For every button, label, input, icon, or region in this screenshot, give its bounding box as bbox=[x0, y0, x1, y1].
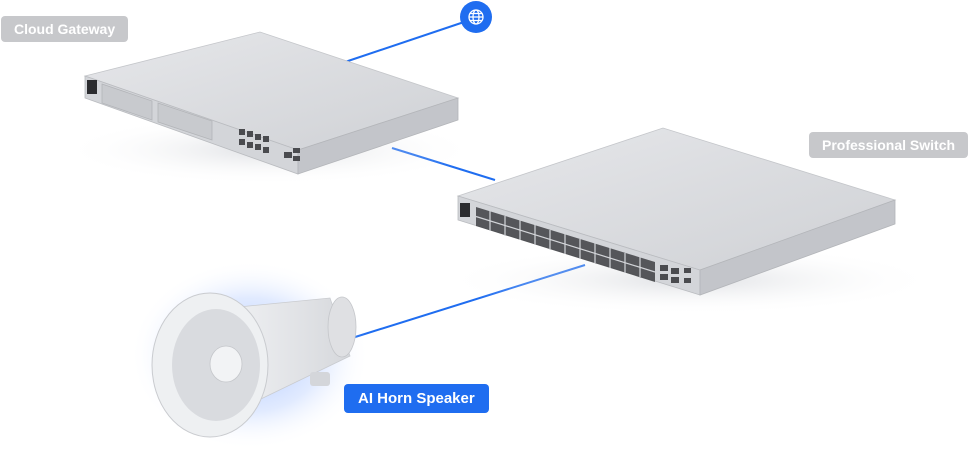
switch-port-grid bbox=[475, 211, 656, 277]
switch-sfp-ports bbox=[660, 265, 691, 283]
internet-node bbox=[460, 1, 492, 33]
ai-horn-speaker-device bbox=[130, 260, 370, 450]
professional-switch-label: Professional Switch bbox=[809, 132, 969, 158]
gateway-internet-link bbox=[344, 19, 471, 63]
cloud-gateway-device bbox=[60, 31, 480, 185]
professional-switch-device bbox=[440, 127, 940, 315]
cloud-gateway-label: Cloud Gateway bbox=[1, 16, 129, 42]
power-button-icon bbox=[460, 203, 470, 217]
power-button-icon bbox=[87, 80, 97, 94]
ai-horn-speaker-label: AI Horn Speaker bbox=[344, 384, 489, 413]
globe-icon bbox=[468, 9, 484, 25]
drive-bay-2 bbox=[157, 102, 213, 141]
drive-bay-1 bbox=[101, 83, 153, 121]
gateway-ports bbox=[239, 129, 300, 161]
